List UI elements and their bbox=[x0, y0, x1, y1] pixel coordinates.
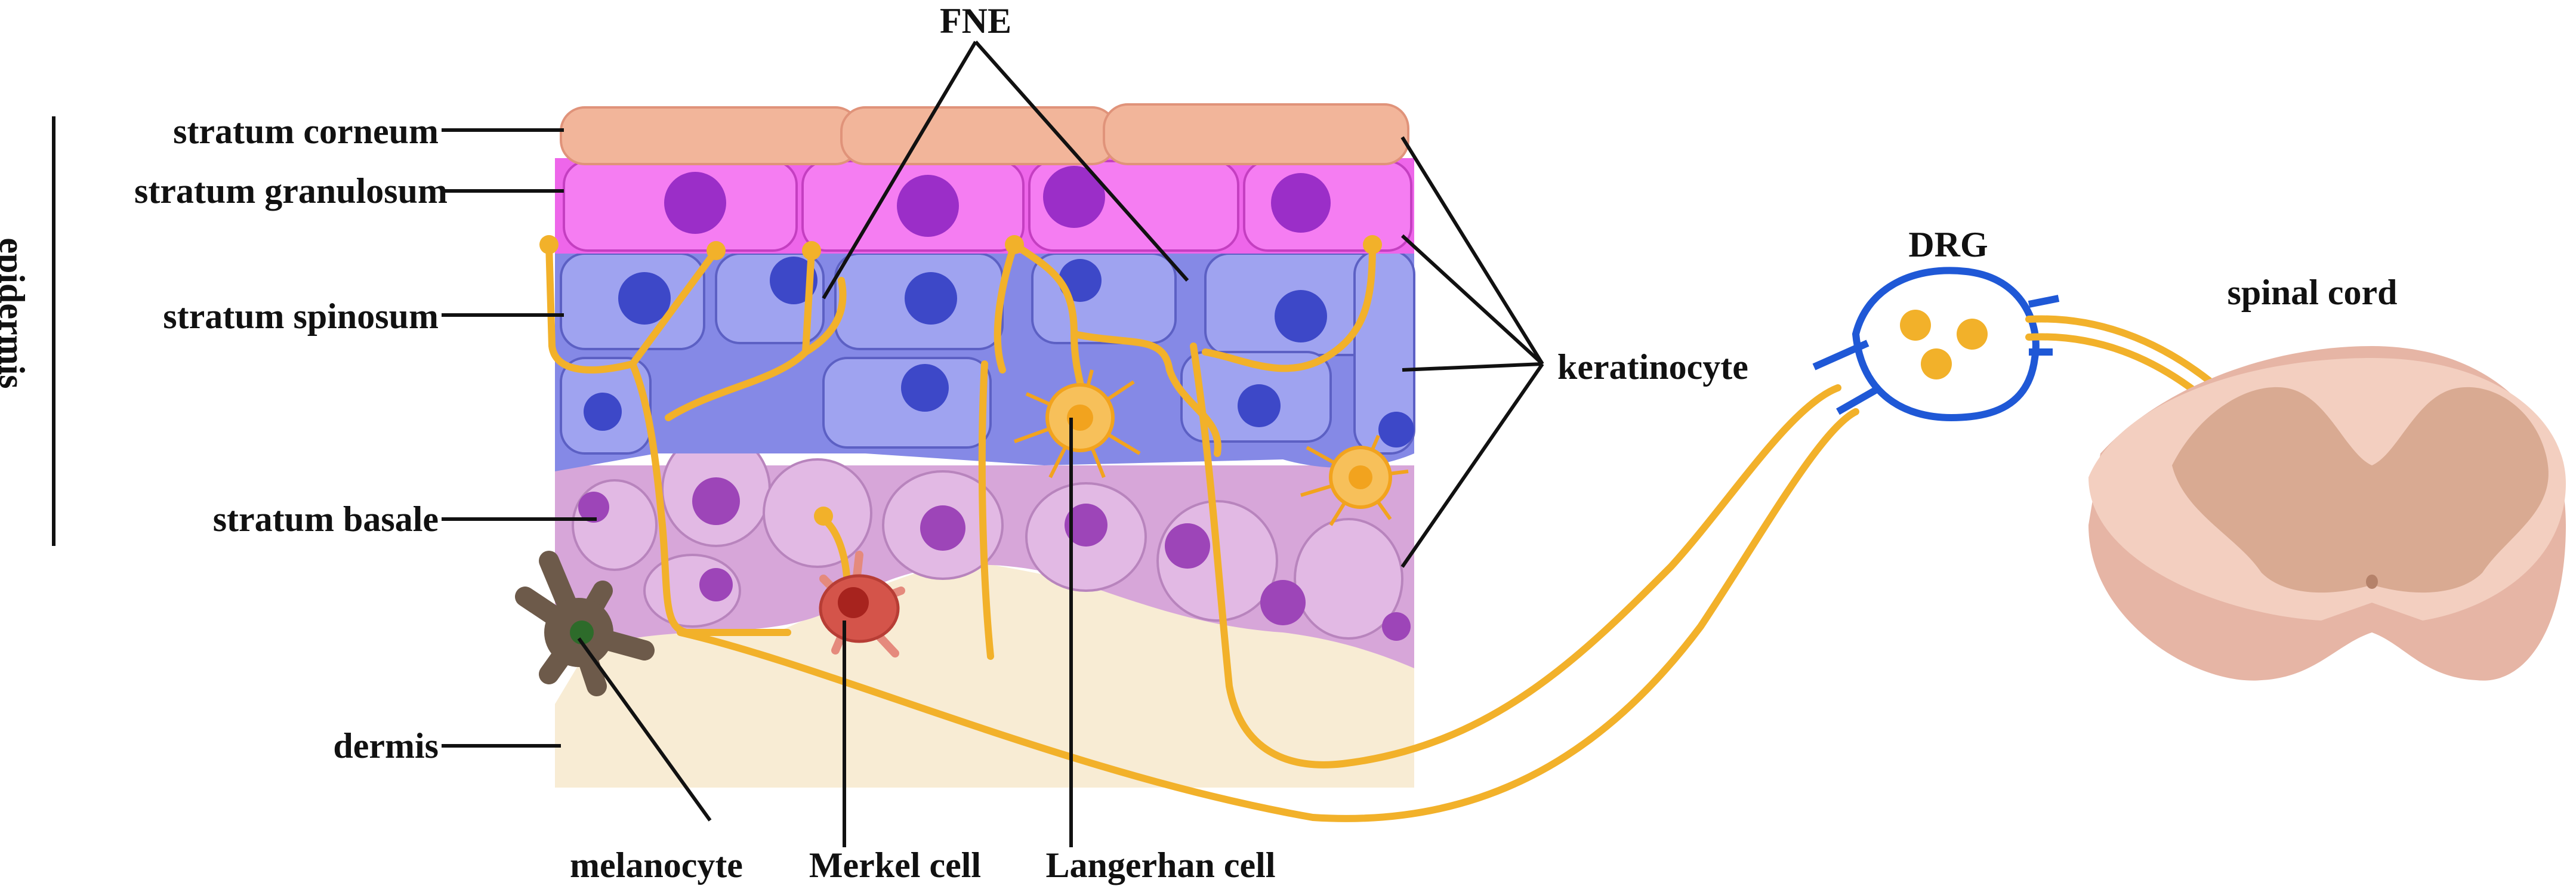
label-dermis: dermis bbox=[333, 726, 439, 766]
label-drg: DRG bbox=[1908, 225, 1988, 264]
label-keratinocyte: keratinocyte bbox=[1557, 347, 1748, 387]
label-fne: FNE bbox=[940, 1, 1011, 41]
drg-ganglion bbox=[1812, 267, 2060, 422]
melanocyte bbox=[515, 551, 655, 696]
label-epidermis: epidermis bbox=[0, 237, 32, 389]
stratum-basale-layer bbox=[555, 431, 1414, 668]
label-stratum-granulosum: stratum granulosum bbox=[134, 171, 448, 211]
langerhan-cell bbox=[1013, 369, 1409, 526]
label-melanocyte: melanocyte bbox=[570, 845, 743, 885]
leader-lines bbox=[52, 41, 1544, 847]
label-stratum-spinosum: stratum spinosum bbox=[163, 297, 439, 336]
label-stratum-basale: stratum basale bbox=[212, 499, 439, 539]
stratum-corneum-layer bbox=[560, 103, 1409, 165]
label-merkel-cell: Merkel cell bbox=[809, 845, 982, 885]
label-langerhan-cell: Langerhan cell bbox=[1045, 845, 1276, 885]
spinal-cord bbox=[2088, 346, 2566, 681]
label-stratum-corneum: stratum corneum bbox=[173, 112, 439, 151]
nerve-terminal-knobs bbox=[539, 235, 1382, 526]
stratum-granulosum-layer bbox=[555, 158, 1414, 254]
label-spinal-cord: spinal cord bbox=[2227, 273, 2398, 312]
